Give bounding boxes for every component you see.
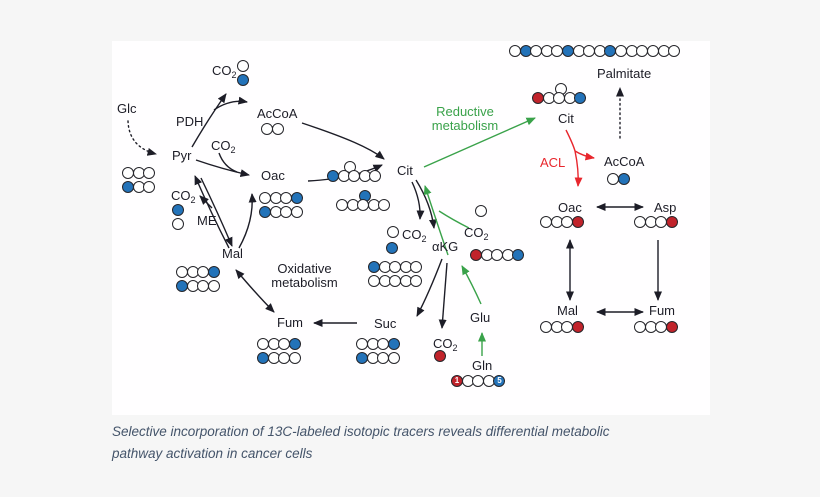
co2-akg-label: CO2 [464,225,489,242]
arrow-acl-stem [565,129,576,152]
pyr-label: Pyr [172,148,192,163]
arrow-mal-pyr [194,175,230,249]
arrow-mal-oac [238,193,257,249]
accoa-top-carbons [261,123,284,137]
asp-carbons [634,216,678,230]
palmitate-label: Palmitate [597,66,652,81]
co2-me-label: CO2 [171,188,196,205]
arrow-me-co2 [199,195,213,209]
fum-right-label: Fum [649,303,675,318]
arrow-accoa-cit [301,122,385,160]
cit-center-carbons-b [336,189,391,213]
arrow-pyr-mal [200,177,233,247]
pdh-label: PDH [176,114,204,129]
co2-pdh-label: CO2 [212,63,237,80]
figure-caption: Selective incorporation of 13C-labeled i… [112,421,712,465]
fum-left-label: Fum [277,315,303,330]
fum-right-carbons [634,321,678,335]
akg-label: αKG [432,239,459,254]
co2-pc-label: CO2 [211,138,236,155]
arrow-akg-co2 [438,262,448,329]
arrow-acl-accoa [574,150,595,161]
akg-right-carbons [470,249,525,263]
accoa-label: AcCoA [257,106,298,121]
accoa-right-label: AcCoA [604,154,645,169]
mal-left-label: Mal [222,246,243,261]
arrow-acl-oac [574,150,583,187]
co2-akg-carbon [475,205,487,219]
co2-pdh-carbons [237,60,249,88]
oac-right-carbons [540,216,584,230]
arrow-cit-akg-2 [415,179,437,229]
cit-right-label: Cit [558,111,574,126]
arrow-pyr-oac [195,159,250,178]
asp-label: Asp [654,200,677,215]
glu-label: Glu [470,310,491,325]
arrow-cit-akg-1 [411,181,425,220]
suc-label: Suc [374,316,397,331]
accoa-right-carbons [607,173,630,187]
co2-me-carbons [172,204,184,232]
acl-label: ACL [540,155,566,170]
arrow-glc-pyr [127,120,157,156]
oac-left-carbons [259,192,303,220]
cit-right-carbons [532,82,587,106]
co2-cit-open-carbon [387,226,399,240]
cit-center-carbons-a [327,160,382,184]
me-label: ME [197,213,217,228]
mal-right-label: Mal [557,303,578,318]
akg-left-carbons [368,261,423,289]
oac-left-label: Oac [261,168,285,183]
cit-center-label: Cit [397,163,413,178]
oac-right-label: Oac [558,200,582,215]
mal-right-carbons [540,321,584,335]
mal-left-carbons [176,266,220,294]
caption-line-1: Selective incorporation of 13C-labeled i… [112,424,610,439]
palmitate-carbons [509,45,681,59]
glc-label: Glc [117,101,137,116]
fum-left-carbons [257,338,301,366]
arrow-glu-akg [461,265,482,305]
co2-suc-label: CO2 [433,336,458,353]
caption-line-2: pathway activation in cancer cells [112,446,313,461]
suc-carbons [356,338,400,366]
co2-cit-label: CO2 [402,227,427,244]
pyr-carbons [122,167,156,195]
diagram-panel: Glc CO2 PDH AcCoA CO2 Pyr Oac CO2 ME Mal… [112,41,710,415]
co2-suc-carbon [434,350,446,364]
gln-label: Gln [472,358,493,373]
co2-cit-blue-carbon [386,242,398,256]
arrow-pdh-accoa [213,96,248,111]
